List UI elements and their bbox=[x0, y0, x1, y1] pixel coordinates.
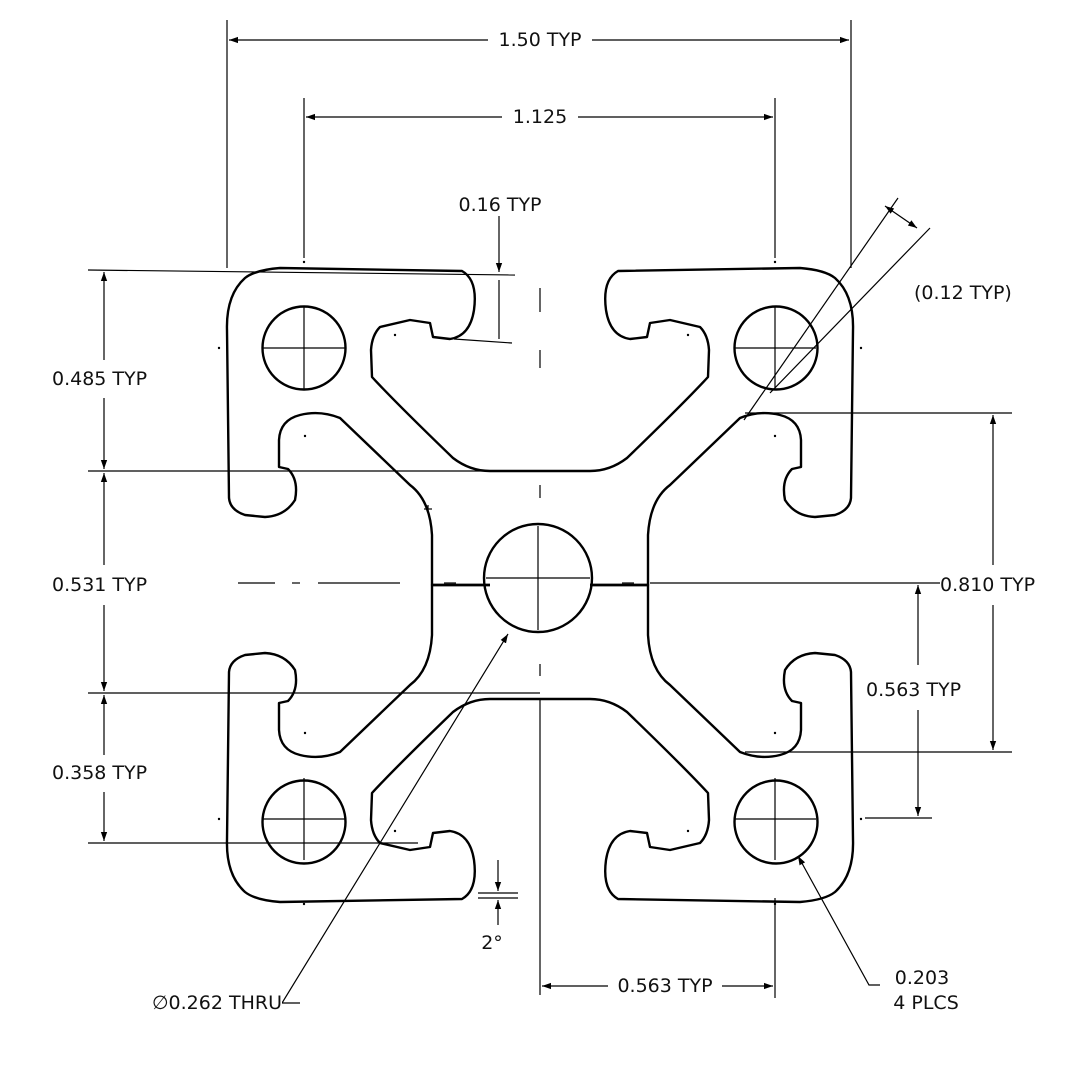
dim-corner-holes-dia: 0.203 bbox=[894, 967, 950, 989]
extension-lines bbox=[87, 20, 1012, 998]
profile-quadrant-top-right bbox=[540, 266, 855, 587]
center-lines bbox=[238, 288, 950, 995]
dimension-lines bbox=[100, 36, 997, 990]
dim-right-inner: 0.563 TYP bbox=[866, 679, 962, 701]
dim-draft-angle: 2° bbox=[481, 932, 503, 954]
dim-bottom-depth: 0.358 TYP bbox=[52, 762, 148, 784]
dim-bottom-center: 0.563 TYP bbox=[617, 975, 713, 997]
dim-slot-span: 1.125 bbox=[512, 106, 568, 128]
profile-quadrant-top-left bbox=[225, 266, 540, 587]
corner-hole-top-left bbox=[261, 305, 347, 391]
dim-wall-thickness: 0.16 TYP bbox=[458, 194, 542, 216]
leader-lines bbox=[280, 633, 880, 1004]
dim-lip-thickness: (0.12 TYP) bbox=[914, 282, 1012, 304]
dim-right-span: 0.810 TYP bbox=[940, 574, 1036, 596]
reference-dots bbox=[217, 260, 863, 906]
dim-overall-width: 1.50 TYP bbox=[498, 29, 582, 51]
profile-outline bbox=[225, 266, 540, 587]
dim-corner-holes-count: 4 PLCS bbox=[893, 992, 959, 1014]
profile-quadrant-bottom-left bbox=[225, 583, 540, 904]
dim-top-depth: 0.485 TYP bbox=[52, 368, 148, 390]
center-hole bbox=[482, 522, 594, 634]
dim-center-hole: ∅0.262 THRU bbox=[152, 992, 282, 1014]
dim-middle-span: 0.531 TYP bbox=[52, 574, 148, 596]
profile-quadrant-bottom-right bbox=[540, 583, 855, 904]
